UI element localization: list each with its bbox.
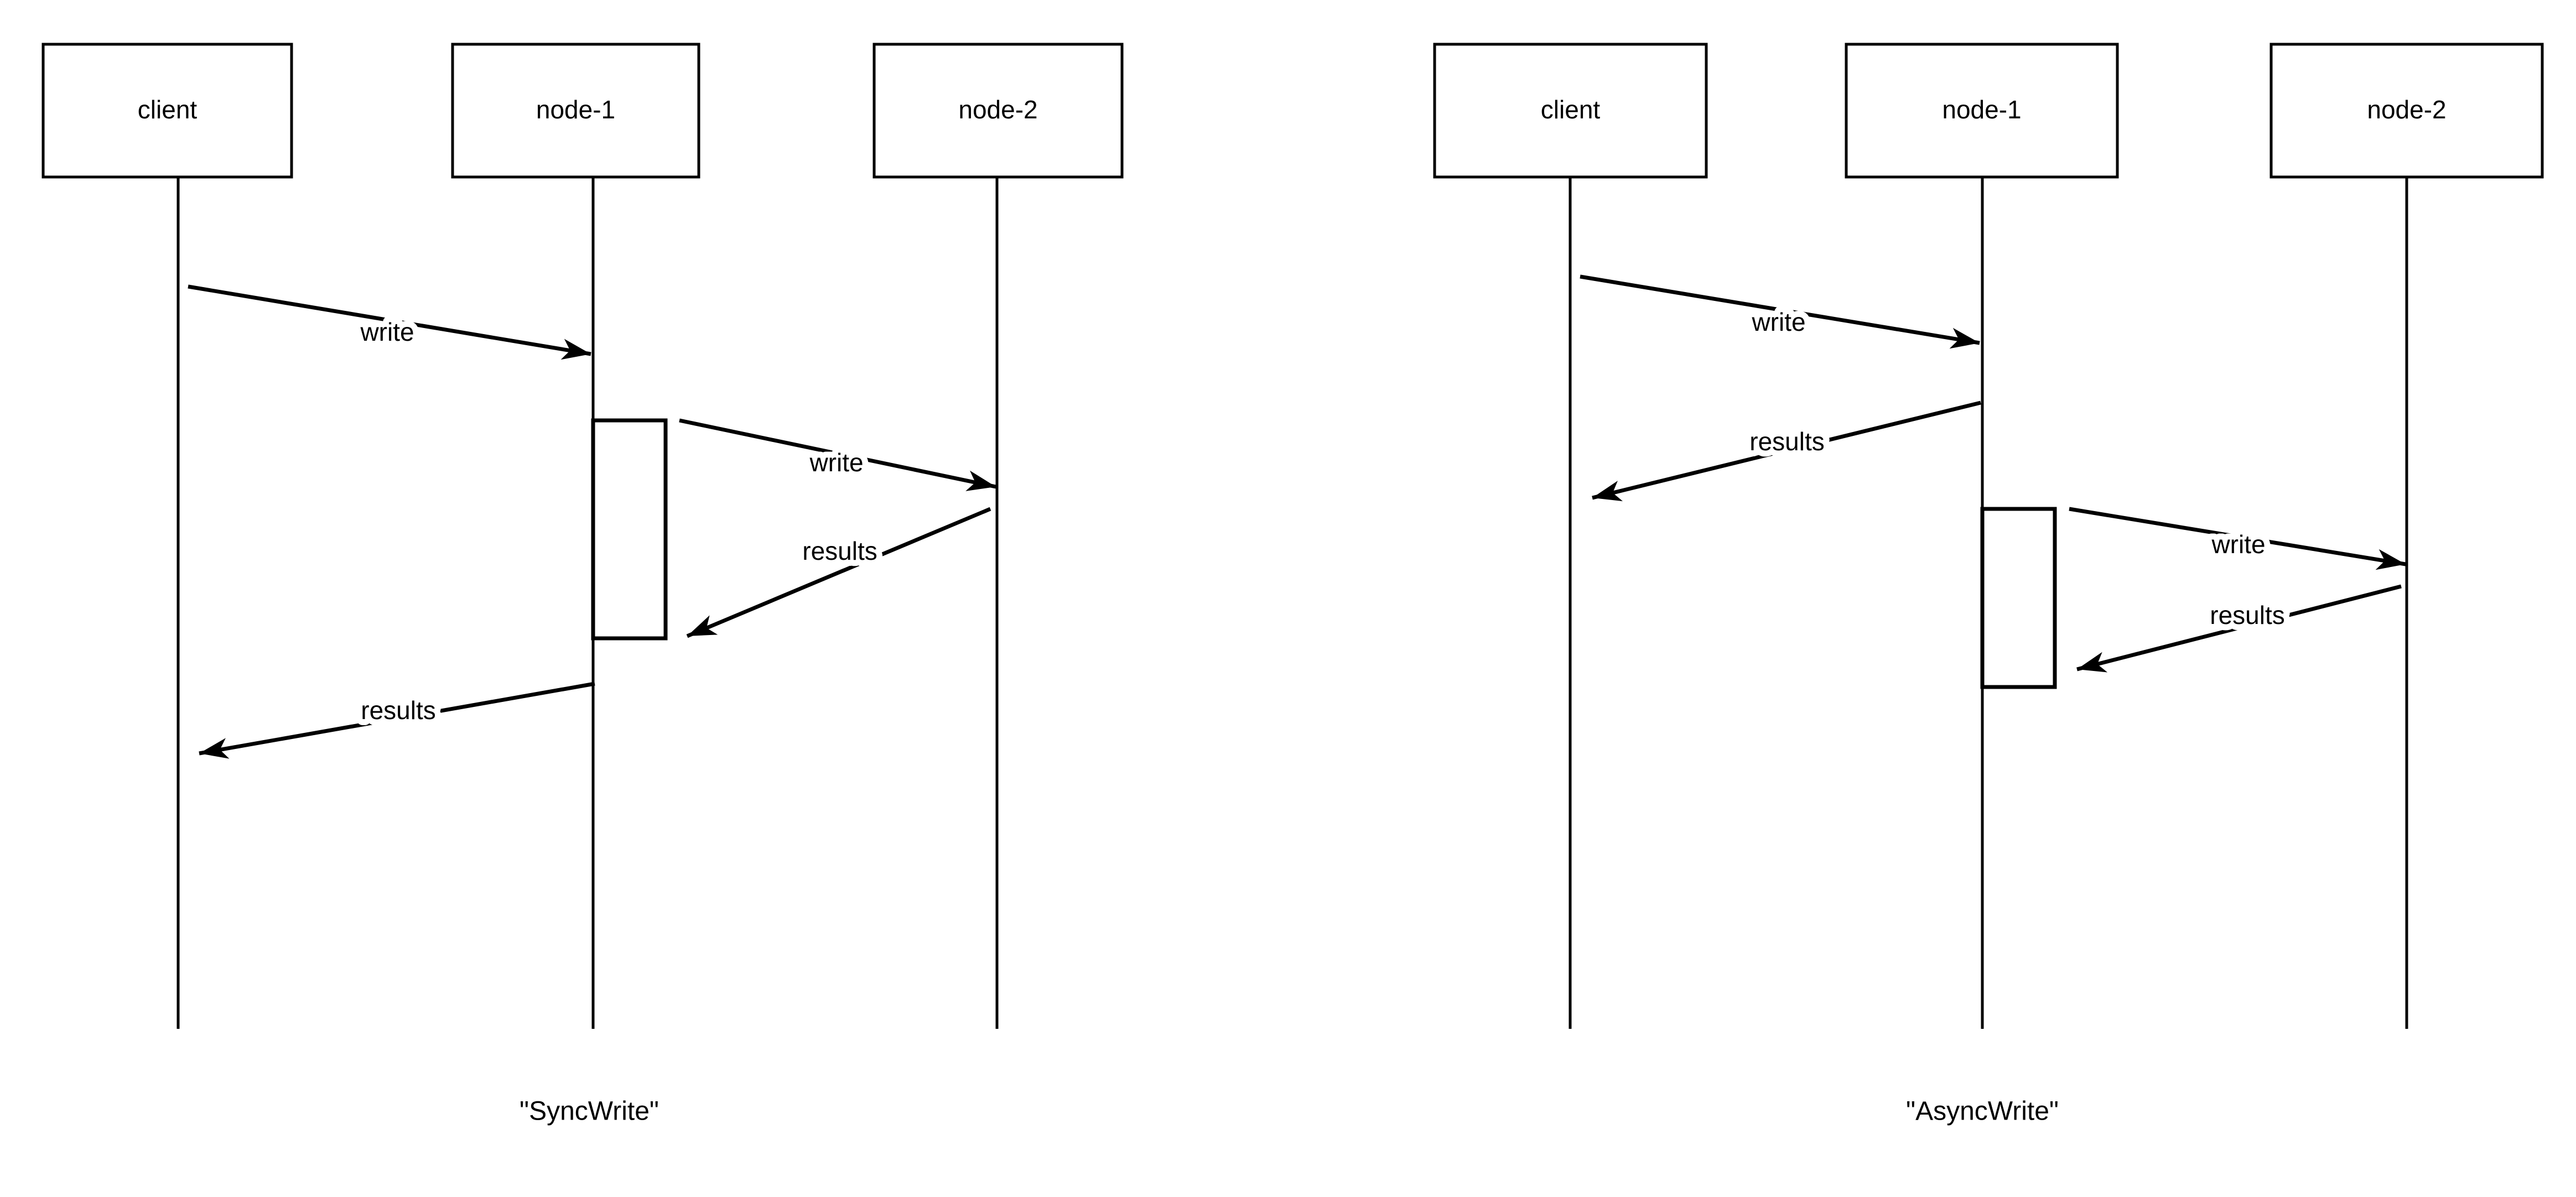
diagram-caption-async-write: "AsyncWrite" xyxy=(1906,1097,2059,1126)
message-label-halo-0: write xyxy=(1751,308,1805,336)
message-arrowhead-0 xyxy=(560,339,591,360)
message-label-halo-3: results xyxy=(2210,601,2284,629)
message-arrowhead-3 xyxy=(199,738,230,759)
participant-box-client[interactable] xyxy=(1433,43,1708,179)
participant-box-node-1[interactable] xyxy=(1845,43,2119,179)
message-label-3: results xyxy=(2210,601,2284,629)
participant-label-client: client xyxy=(138,95,198,124)
message-arrowhead-0 xyxy=(1949,327,1980,349)
message-arrowhead-2 xyxy=(2375,549,2406,570)
message-arrowhead-3 xyxy=(2077,652,2108,673)
message-label-halo-1: results xyxy=(1749,427,1824,456)
message-line-3 xyxy=(2076,584,2402,672)
diagram-caption-sync-write: "SyncWrite" xyxy=(520,1097,659,1126)
message-label-2: write xyxy=(2211,530,2265,559)
message-line-2 xyxy=(686,507,991,638)
message-label-0: write xyxy=(1751,308,1805,336)
message-label-0: write xyxy=(360,318,414,346)
message-label-halo-1: write xyxy=(809,448,863,477)
message-line-1 xyxy=(679,418,996,489)
activation-bar-node-1 xyxy=(591,418,668,641)
message-line-3 xyxy=(199,681,595,756)
message-label-2: results xyxy=(802,537,877,565)
message-label-1: write xyxy=(809,448,863,477)
participant-box-node-2[interactable] xyxy=(2269,43,2544,179)
participant-label-node-1: node-1 xyxy=(1942,95,2021,124)
message-arrowhead-2 xyxy=(687,615,718,636)
message-arrowhead-1 xyxy=(1592,481,1623,502)
participant-node-2: node-2 xyxy=(2269,43,2544,1029)
message-line-0 xyxy=(188,284,591,356)
message-line-0 xyxy=(1580,274,1980,345)
participant-node-2: node-2 xyxy=(872,43,1124,1029)
activation-bar-node-1 xyxy=(1980,507,2057,689)
participant-label-client: client xyxy=(1541,95,1601,124)
participant-box-node-2[interactable] xyxy=(872,43,1124,179)
participant-box-client[interactable] xyxy=(41,43,293,179)
participant-node-1: node-1 xyxy=(1845,43,2119,1029)
message-line-1 xyxy=(1592,400,1981,500)
participant-client: client xyxy=(1433,43,1708,1029)
participant-box-node-1[interactable] xyxy=(451,43,700,179)
message-arrowhead-1 xyxy=(965,470,996,491)
message-label-3: results xyxy=(361,696,435,725)
message-label-1: results xyxy=(1749,427,1824,456)
participant-label-node-2: node-2 xyxy=(2367,95,2446,124)
message-label-halo-3: results xyxy=(361,696,435,725)
message-label-halo-2: write xyxy=(2211,530,2265,559)
message-line-2 xyxy=(2069,507,2406,566)
message-label-halo-2: results xyxy=(802,537,877,565)
participant-node-1: node-1 xyxy=(451,43,700,1029)
participant-label-node-1: node-1 xyxy=(536,95,615,124)
message-label-halo-0: write xyxy=(360,318,414,346)
participant-label-node-2: node-2 xyxy=(958,95,1037,124)
participant-client: client xyxy=(41,43,293,1029)
